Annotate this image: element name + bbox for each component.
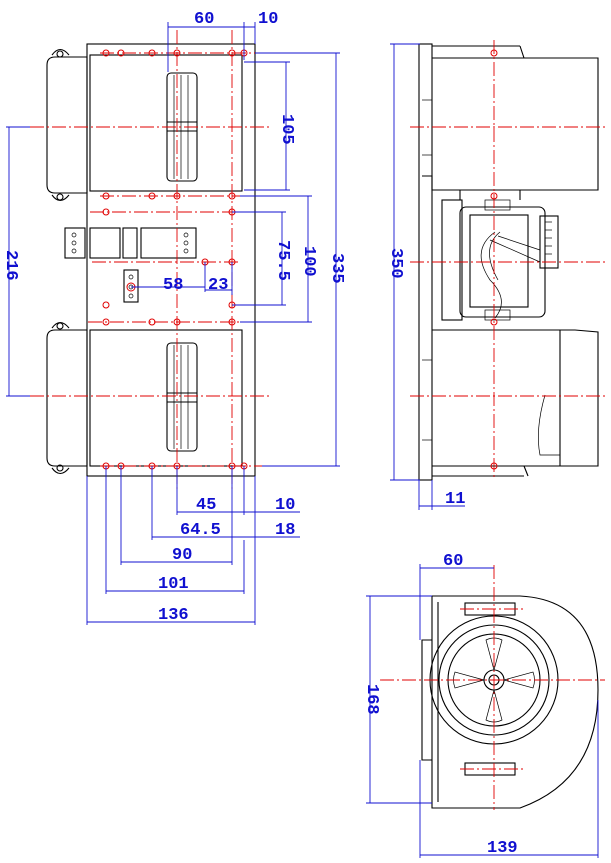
dim-front-136: 136 (158, 606, 189, 625)
front-relay-2 (122, 227, 138, 259)
dim-front-335: 335 (327, 253, 346, 284)
dim-front-101: 101 (158, 575, 189, 594)
dim-front-10-bottom: 10 (275, 496, 295, 515)
dim-front-58: 58 (163, 276, 183, 295)
dim-front-75-5: 75.5 (273, 240, 292, 281)
front-lower-wheel (166, 342, 198, 452)
front-terminal-block (64, 227, 86, 259)
dim-end-60: 60 (443, 552, 463, 571)
front-resistor (140, 227, 197, 259)
dim-end-139: 139 (487, 839, 518, 858)
front-upper-housing (89, 54, 243, 192)
dim-front-216: 216 (1, 250, 20, 281)
front-mounting-plate (86, 43, 256, 477)
end-view: 60 168 139 (362, 552, 605, 858)
front-relay-1 (89, 227, 121, 259)
dim-front-105: 105 (277, 114, 296, 145)
front-connector (123, 269, 139, 303)
dim-front-90: 90 (172, 546, 192, 565)
dim-front-100: 100 (299, 246, 318, 277)
dim-side-350: 350 (386, 248, 405, 279)
dim-front-18: 18 (275, 521, 295, 540)
dim-side-11: 11 (445, 490, 465, 509)
dim-front-64-5: 64.5 (180, 521, 221, 540)
side-lower-housing (432, 329, 599, 467)
front-dimension-lines (6, 22, 340, 625)
dim-end-168: 168 (362, 684, 381, 715)
front-upper-left-bracket (46, 56, 88, 194)
front-view: 60 10 105 216 75.5 100 335 58 23 45 10 6… (1, 10, 346, 625)
side-upper-housing (422, 57, 599, 191)
dim-front-45: 45 (196, 496, 216, 515)
end-scroll-housing (431, 595, 599, 809)
front-lower-housing (89, 329, 243, 467)
side-view: 350 11 (386, 40, 605, 510)
dim-front-top-10: 10 (258, 10, 278, 29)
front-mounting-holes (102, 49, 248, 470)
dim-front-23: 23 (208, 276, 228, 295)
side-connector (539, 215, 559, 269)
front-lower-left-bracket (46, 329, 88, 467)
side-motor (441, 199, 463, 321)
dim-front-top-60: 60 (194, 10, 214, 29)
